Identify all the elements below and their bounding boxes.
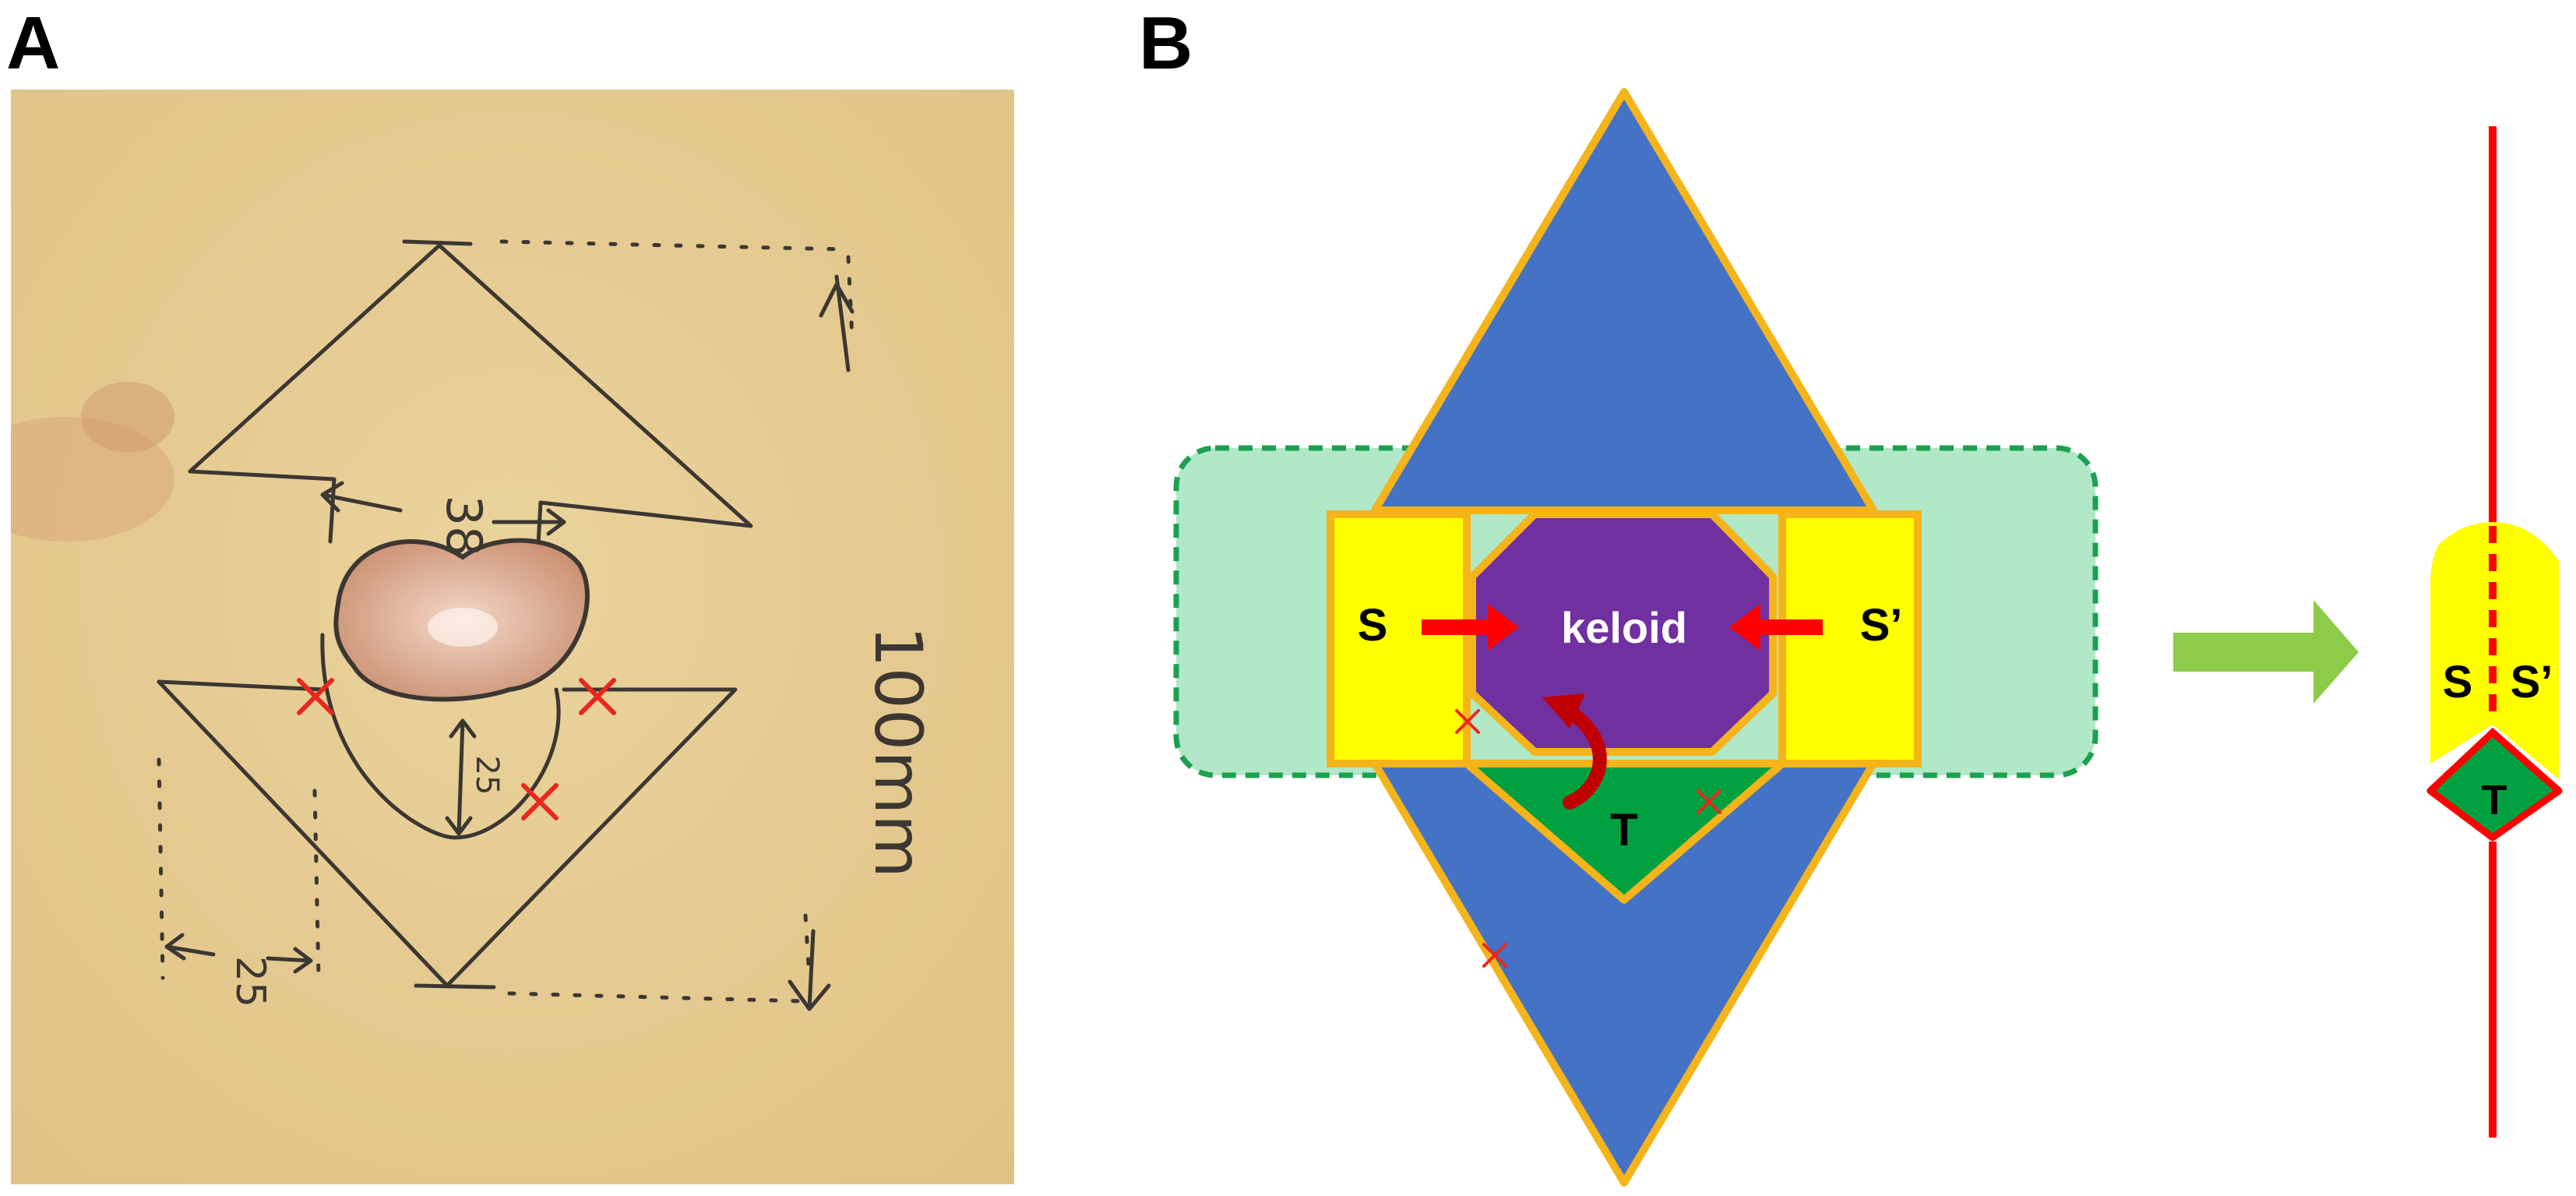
panel-label-b: B bbox=[1139, 2, 1193, 85]
result-label-t: T bbox=[2482, 777, 2507, 824]
arrow-s-prime-to-keloid bbox=[1729, 604, 1823, 651]
keloid-region bbox=[1468, 510, 1777, 756]
keloid-label: keloid bbox=[1561, 603, 1687, 652]
cross-mark-icon bbox=[1482, 943, 1507, 968]
upper-triangle-marking bbox=[188, 243, 753, 575]
height-arrow-top bbox=[819, 274, 855, 372]
dotted-left-line bbox=[157, 757, 165, 980]
upper-diamond-flap bbox=[1371, 88, 1877, 514]
u-curve-marking bbox=[320, 633, 561, 840]
dotted-top-line bbox=[499, 239, 847, 252]
depth-arrow bbox=[445, 718, 477, 836]
side-arrow-left bbox=[164, 933, 216, 961]
panel-label-a: A bbox=[6, 2, 61, 85]
arrow-s-to-keloid bbox=[1422, 604, 1519, 651]
cross-mark-icon bbox=[297, 678, 334, 715]
curved-arrow-t bbox=[1559, 702, 1607, 810]
height-mark-100mm: 100mm bbox=[860, 626, 936, 878]
side-arrow-right bbox=[266, 947, 313, 974]
width-arrow-right bbox=[492, 508, 566, 536]
curved-arrow-head bbox=[1542, 693, 1585, 729]
old-scar-core bbox=[81, 382, 174, 452]
side-flap-s-prime bbox=[1778, 510, 1922, 767]
dotted-right-top bbox=[846, 255, 855, 341]
cross-mark-icon bbox=[1455, 709, 1480, 734]
side-mark-25: 25 bbox=[227, 956, 273, 1007]
t-flap-seam bbox=[2427, 727, 2561, 794]
dotted-left-inner bbox=[312, 789, 321, 980]
width-mark-38: 38 bbox=[435, 496, 492, 557]
label-s-prime: S’ bbox=[1860, 600, 1903, 651]
cross-mark-icon bbox=[521, 783, 559, 820]
side-flap-s bbox=[1327, 510, 1471, 767]
label-t: T bbox=[1610, 805, 1637, 856]
result-label-s-prime: S’ bbox=[2511, 657, 2553, 707]
dotted-bottom-line bbox=[507, 991, 808, 1004]
result-label-s: S bbox=[2443, 657, 2473, 707]
width-arrow-left bbox=[320, 481, 403, 513]
height-arrow-bottom bbox=[788, 929, 831, 1011]
right-arrow-icon bbox=[2173, 600, 2359, 704]
lower-triangle-marking bbox=[157, 679, 738, 988]
depth-mark-25: 25 bbox=[469, 756, 505, 796]
cross-mark-icon bbox=[579, 678, 616, 715]
bottom-tick bbox=[414, 983, 496, 990]
label-s: S bbox=[1358, 600, 1388, 651]
keloid-highlight bbox=[428, 608, 498, 647]
cross-mark-icon bbox=[1697, 789, 1721, 814]
top-tick bbox=[402, 239, 473, 246]
flap-schematic: keloid S S’ T S S’ T bbox=[1173, 88, 2563, 1187]
clinical-photo: 38 100mm 25 25 bbox=[11, 90, 1014, 1184]
